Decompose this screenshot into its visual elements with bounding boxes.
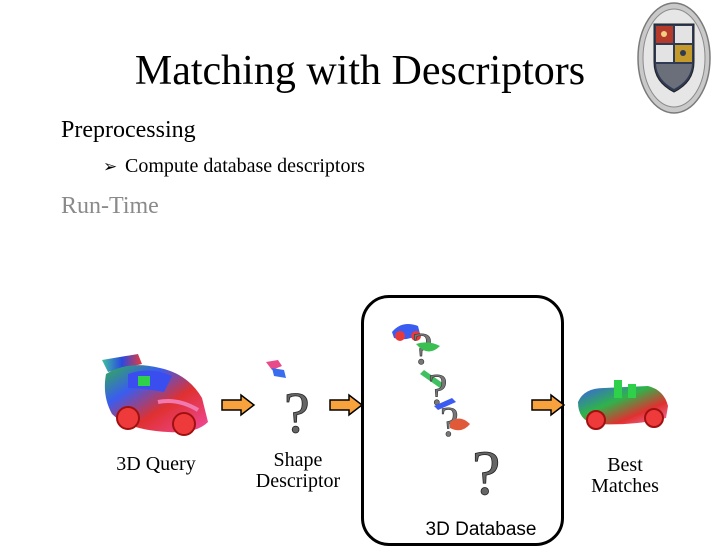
label-3d-query: 3D Query	[116, 453, 196, 475]
label-3d-database: 3D Database	[425, 519, 537, 540]
database-shapes-icon: ? ? ? ?	[392, 323, 501, 508]
bullet-preprocessing: Preprocessing	[61, 117, 196, 143]
arrow-bullet-icon: ➢	[103, 157, 118, 177]
label-best-matches: Best Matches	[578, 455, 672, 497]
sub-bullet-compute: ➢ Compute database descriptors	[103, 153, 365, 180]
slide-title: Matching with Descriptors	[134, 48, 586, 94]
label-best-line2: Matches	[591, 475, 659, 497]
svg-text:?: ?	[284, 380, 310, 445]
label-shape-line1: Shape	[273, 449, 323, 471]
query-car-image	[102, 354, 208, 436]
arrow-right-icon	[531, 393, 566, 417]
arrow-right-icon	[329, 393, 364, 417]
university-crest-icon	[637, 2, 711, 114]
best-match-car-image	[578, 380, 668, 430]
descriptor-shape-icon: ?	[266, 360, 310, 445]
sub-bullet-label: Compute database descriptors	[125, 155, 365, 177]
label-shape-line2: Descriptor	[255, 470, 341, 492]
label-shape-descriptor: Shape Descriptor	[240, 450, 356, 492]
bullet-run-time: Run-Time	[61, 193, 159, 219]
label-best-line1: Best	[607, 454, 643, 476]
svg-text:?: ?	[440, 400, 459, 446]
svg-text:?: ?	[428, 365, 448, 414]
arrow-right-icon	[221, 393, 256, 417]
svg-text:?: ?	[472, 437, 500, 508]
